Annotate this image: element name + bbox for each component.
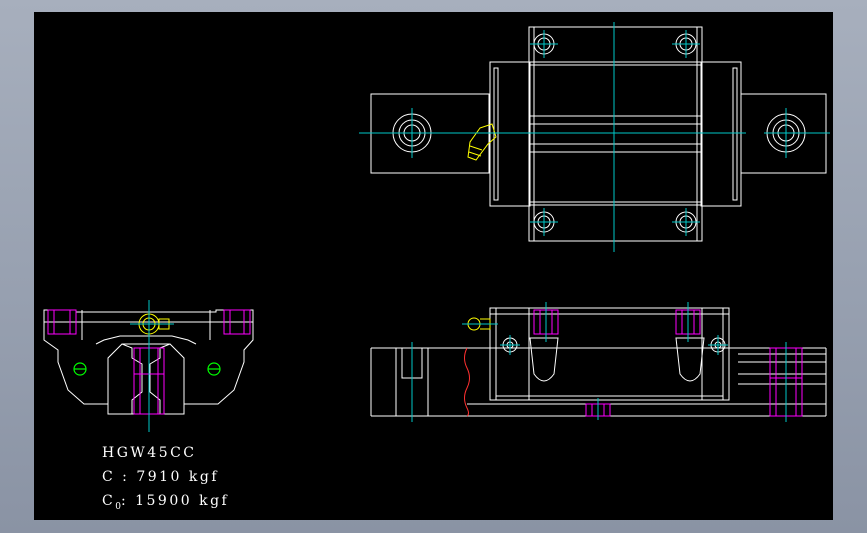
static-load-subscript: 0 (115, 501, 121, 512)
top-view-centerlines (359, 22, 830, 252)
static-load-value: : 15900 kgf (120, 493, 230, 509)
cad-viewport[interactable]: HGW45CC C : 7910 kgf C0: 15900 kgf (34, 12, 833, 520)
block-body (528, 26, 703, 242)
side-view (370, 302, 827, 422)
slot-left (529, 337, 559, 382)
block-section (43, 309, 254, 415)
grease-fitting (467, 123, 497, 161)
cad-drawing (43, 22, 830, 432)
model-label: HGW45CC (102, 445, 197, 461)
section-view (43, 300, 254, 432)
static-load-label: C0: 15900 kgf (102, 493, 229, 512)
dynamic-load-label: C : 7910 kgf (102, 469, 220, 485)
end-plate-left (489, 61, 531, 207)
top-view (370, 26, 827, 242)
static-load-symbol: C (102, 493, 116, 509)
break-line (464, 347, 470, 417)
rail-section (107, 343, 143, 414)
slot-right (675, 337, 705, 382)
end-plate-right (700, 61, 742, 207)
block-side (489, 307, 730, 401)
